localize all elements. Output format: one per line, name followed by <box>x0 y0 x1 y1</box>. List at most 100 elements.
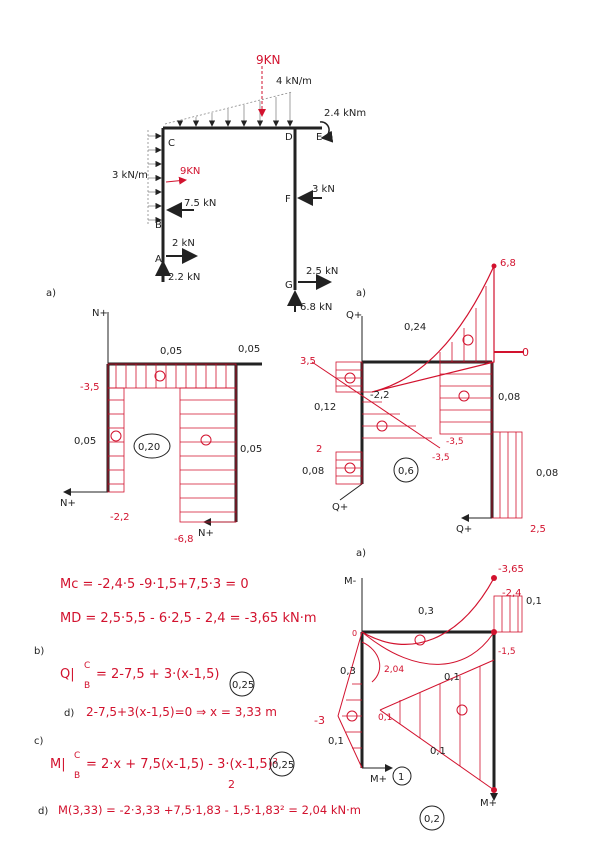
svg-text:G: G <box>285 280 293 291</box>
svg-text:Q+: Q+ <box>332 502 348 513</box>
svg-text:0: 0 <box>352 629 357 638</box>
svg-text:0,1: 0,1 <box>430 746 446 757</box>
label-dist-left: 3 kN/m <box>112 170 148 181</box>
eq-m: = 2·x + 7,5(x-1,5) - 3·(x-1,5)² <box>86 757 278 772</box>
svg-text:0,24: 0,24 <box>404 322 426 333</box>
svg-text:6,8: 6,8 <box>500 258 516 269</box>
label-d-first: d) <box>64 708 74 719</box>
svg-text:-3,5: -3,5 <box>446 437 464 447</box>
label-moment-E: 2.4 kNm <box>324 108 366 119</box>
svg-text:0,05: 0,05 <box>238 344 260 355</box>
label-a-second: a) <box>356 288 366 299</box>
shear-force-diagram: Q+ Q+ Q+ <box>300 258 558 535</box>
label-3kN: 3 kN <box>312 184 335 195</box>
score-circle-mvalue <box>419 805 445 831</box>
label-b: b) <box>34 646 44 657</box>
svg-text:-1,5: -1,5 <box>498 647 516 657</box>
svg-text:0,08: 0,08 <box>302 466 324 477</box>
svg-text:-2,4: -2,4 <box>502 588 522 599</box>
resultant-left-arrow <box>165 176 187 185</box>
svg-text:0,2: 0,2 <box>424 814 440 825</box>
svg-text:C: C <box>168 138 175 149</box>
svg-text:N+: N+ <box>198 528 214 539</box>
svg-text:3,5: 3,5 <box>300 356 316 367</box>
label-a-third: a) <box>356 548 366 559</box>
svg-text:Q+: Q+ <box>346 310 362 321</box>
label-dist-top: 4 kN/m <box>276 76 312 87</box>
svg-text:M-: M- <box>344 576 357 587</box>
bending-moment-diagram: M- M+ M+ -3,65 -2,4 <box>314 564 542 809</box>
svg-text:Q+: Q+ <box>456 524 472 535</box>
svg-text:0,1: 0,1 <box>378 713 392 723</box>
svg-text:0: 0 <box>522 346 529 359</box>
svg-text:0,1: 0,1 <box>526 596 542 607</box>
svg-text:0,3: 0,3 <box>418 606 434 617</box>
svg-text:0,08: 0,08 <box>536 468 558 479</box>
svg-text:M+: M+ <box>370 774 387 785</box>
svg-text:M+: M+ <box>480 798 497 809</box>
svg-text:2: 2 <box>228 778 235 791</box>
score-circle-m <box>269 751 295 777</box>
svg-text:0,12: 0,12 <box>314 402 336 413</box>
frame-schematic: C D E B A F G 9KN 4 kN/m 2.4 kNm <box>112 53 366 313</box>
svg-text:-3,5: -3,5 <box>80 382 100 393</box>
svg-text:-2,2: -2,2 <box>370 390 390 401</box>
label-G-vertical: 6.8 kN <box>300 302 332 313</box>
svg-text:C: C <box>84 661 90 671</box>
label-A-horizontal: 2 kN <box>172 238 195 249</box>
svg-text:N+: N+ <box>60 498 76 509</box>
svg-text:B: B <box>155 220 162 231</box>
label-G-horizontal: 2.5 kN <box>306 266 338 277</box>
label-c: c) <box>34 736 43 747</box>
svg-text:2: 2 <box>316 444 322 455</box>
eq-mc: Mc = -2,4·5 -9·1,5+7,5·3 = 0 <box>60 577 249 592</box>
label-75kN: 7.5 kN <box>184 198 216 209</box>
svg-text:0,08: 0,08 <box>498 392 520 403</box>
svg-text:0,1: 0,1 <box>444 672 460 683</box>
svg-text:C: C <box>74 751 80 761</box>
normal-force-diagram: N+ N+ N+ 0,05 <box>60 308 262 545</box>
score-circle-q <box>229 671 255 697</box>
eq-m-label: M| <box>50 757 66 772</box>
svg-text:-3,5: -3,5 <box>432 453 450 463</box>
svg-text:A: A <box>155 254 162 265</box>
svg-text:F: F <box>285 194 291 205</box>
label-load-left: 9KN <box>180 166 200 177</box>
svg-text:0,6: 0,6 <box>398 466 414 477</box>
svg-text:-6,8: -6,8 <box>174 534 194 545</box>
svg-text:B: B <box>84 681 90 691</box>
svg-text:D: D <box>285 132 293 143</box>
distributed-load-top <box>164 91 294 127</box>
svg-text:2,04: 2,04 <box>384 665 404 675</box>
score-circle-Q <box>393 457 419 483</box>
label-load-top: 9KN <box>256 53 280 67</box>
svg-text:-2,2: -2,2 <box>110 512 130 523</box>
eq-m-value: M(3,33) = -2·3,33 +7,5·1,83 - 1,5·1,83² … <box>58 803 361 817</box>
eq-q-solve: 2-7,5+3(x-1,5)=0 ⇒ x = 3,33 m <box>86 705 277 719</box>
svg-text:N+: N+ <box>92 308 108 319</box>
svg-text:0,25: 0,25 <box>272 760 294 771</box>
svg-text:B: B <box>74 771 80 781</box>
svg-text:-3: -3 <box>314 714 325 727</box>
label-A-vertical: 2.2 kN <box>168 272 200 283</box>
moment-E-icon <box>319 121 334 143</box>
svg-text:0,05: 0,05 <box>160 346 182 357</box>
svg-text:0,20: 0,20 <box>138 442 160 453</box>
svg-text:-3,65: -3,65 <box>498 564 524 575</box>
svg-text:0,05: 0,05 <box>74 436 96 447</box>
svg-text:0,3: 0,3 <box>340 666 356 677</box>
svg-text:2,5: 2,5 <box>530 524 546 535</box>
svg-text:E: E <box>316 132 322 143</box>
svg-text:1: 1 <box>398 772 404 783</box>
eq-q-label: Q| <box>60 667 75 682</box>
distributed-load-left <box>147 130 162 226</box>
equations: Mc = -2,4·5 -9·1,5+7,5·3 = 0 MD = 2,5·5,… <box>34 577 445 831</box>
svg-text:0,25: 0,25 <box>232 680 254 691</box>
eq-q: = 2-7,5 + 3·(x-1,5) <box>96 667 219 682</box>
score-circle-M <box>392 766 412 786</box>
svg-text:0,05: 0,05 <box>240 444 262 455</box>
score-circle-N <box>133 433 171 459</box>
node-labels: C D E B A F G <box>155 132 322 291</box>
svg-text:0,1: 0,1 <box>328 736 344 747</box>
